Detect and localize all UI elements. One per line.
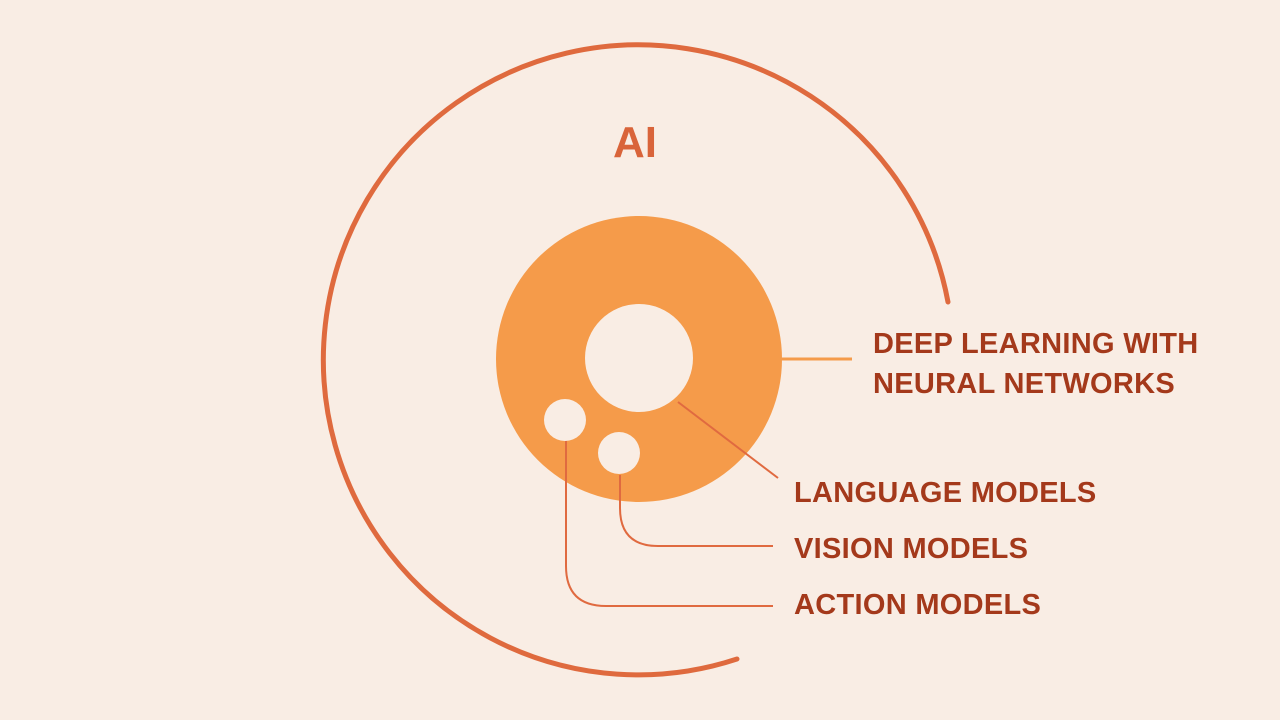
deep-learning-label: DEEP LEARNING WITH NEURAL NETWORKS xyxy=(873,324,1199,404)
action-models-circle xyxy=(544,399,586,441)
action-models-connector xyxy=(565,441,773,607)
deep-learning-label-line2: NEURAL NETWORKS xyxy=(873,368,1176,400)
language-models-connector xyxy=(677,401,779,479)
language-models-circle xyxy=(585,304,693,412)
ai-outer-arc xyxy=(320,42,951,678)
vision-models-connector xyxy=(619,475,773,547)
vision-models-label: VISION MODELS xyxy=(794,533,1029,565)
ai-title: AI xyxy=(613,118,657,167)
vision-models-circle xyxy=(598,432,640,474)
language-models-label: LANGUAGE MODELS xyxy=(794,477,1097,509)
action-models-label: ACTION MODELS xyxy=(794,589,1042,621)
deep-learning-label-line1: DEEP LEARNING WITH xyxy=(873,328,1199,360)
